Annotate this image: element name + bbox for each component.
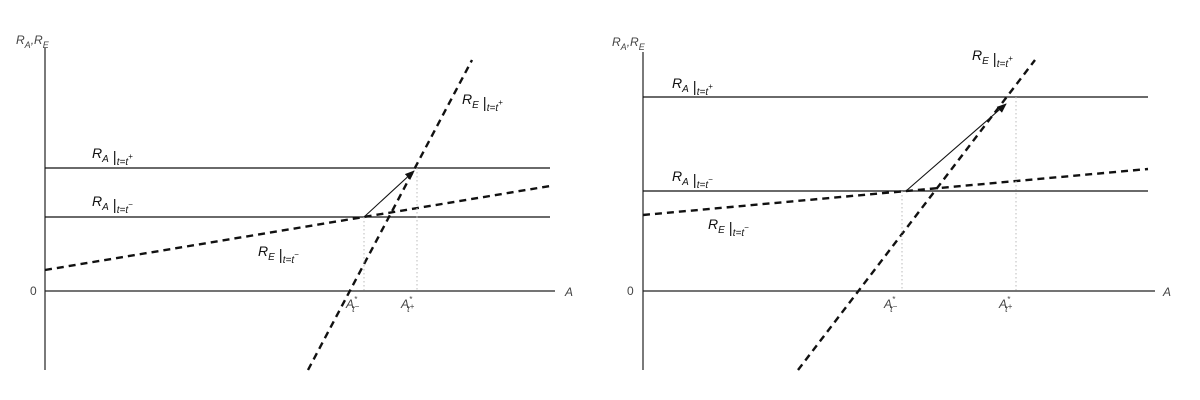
right-panel: RA,RE 0 A RA|t=t+ RA|t=t− RE|t=t+ RE|t=t… bbox=[612, 35, 1171, 371]
y-axis-label: RA,RE bbox=[16, 33, 50, 50]
re-plus-label: RE|t=t+ bbox=[972, 47, 1013, 70]
re-minus-label: RE|t=t− bbox=[258, 243, 299, 266]
re-plus-label: RE|t=t+ bbox=[462, 91, 503, 114]
re-plus-line bbox=[306, 59, 474, 371]
re-minus-line bbox=[44, 184, 551, 272]
x-axis-label: A bbox=[1162, 285, 1171, 299]
shift-arrow bbox=[363, 170, 415, 218]
zero-label: 0 bbox=[627, 284, 634, 298]
ra-plus-label: RA|t=t+ bbox=[92, 145, 133, 168]
ra-minus-label: RA|t=t− bbox=[92, 193, 133, 216]
x-axis-label: A bbox=[564, 285, 573, 299]
ra-plus-label: RA|t=t+ bbox=[672, 75, 713, 98]
left-panel: RA,RE 0 A RA|t=t+ RA|t=t− RE|t=t+ RE|t=t… bbox=[16, 33, 573, 371]
zero-label: 0 bbox=[30, 284, 37, 298]
re-minus-label: RE|t=t− bbox=[708, 216, 749, 239]
shift-arrow bbox=[905, 103, 1007, 192]
a-plus-label: A*t+ bbox=[998, 295, 1013, 314]
re-minus-line bbox=[642, 167, 1149, 217]
re-plus-line bbox=[797, 59, 1036, 371]
y-axis-label: RA,RE bbox=[612, 35, 646, 52]
ra-minus-label: RA|t=t− bbox=[672, 168, 713, 191]
a-minus-label: A*t− bbox=[883, 295, 898, 314]
a-minus-label: A*t− bbox=[345, 295, 360, 314]
a-plus-label: A*t+ bbox=[400, 295, 415, 314]
